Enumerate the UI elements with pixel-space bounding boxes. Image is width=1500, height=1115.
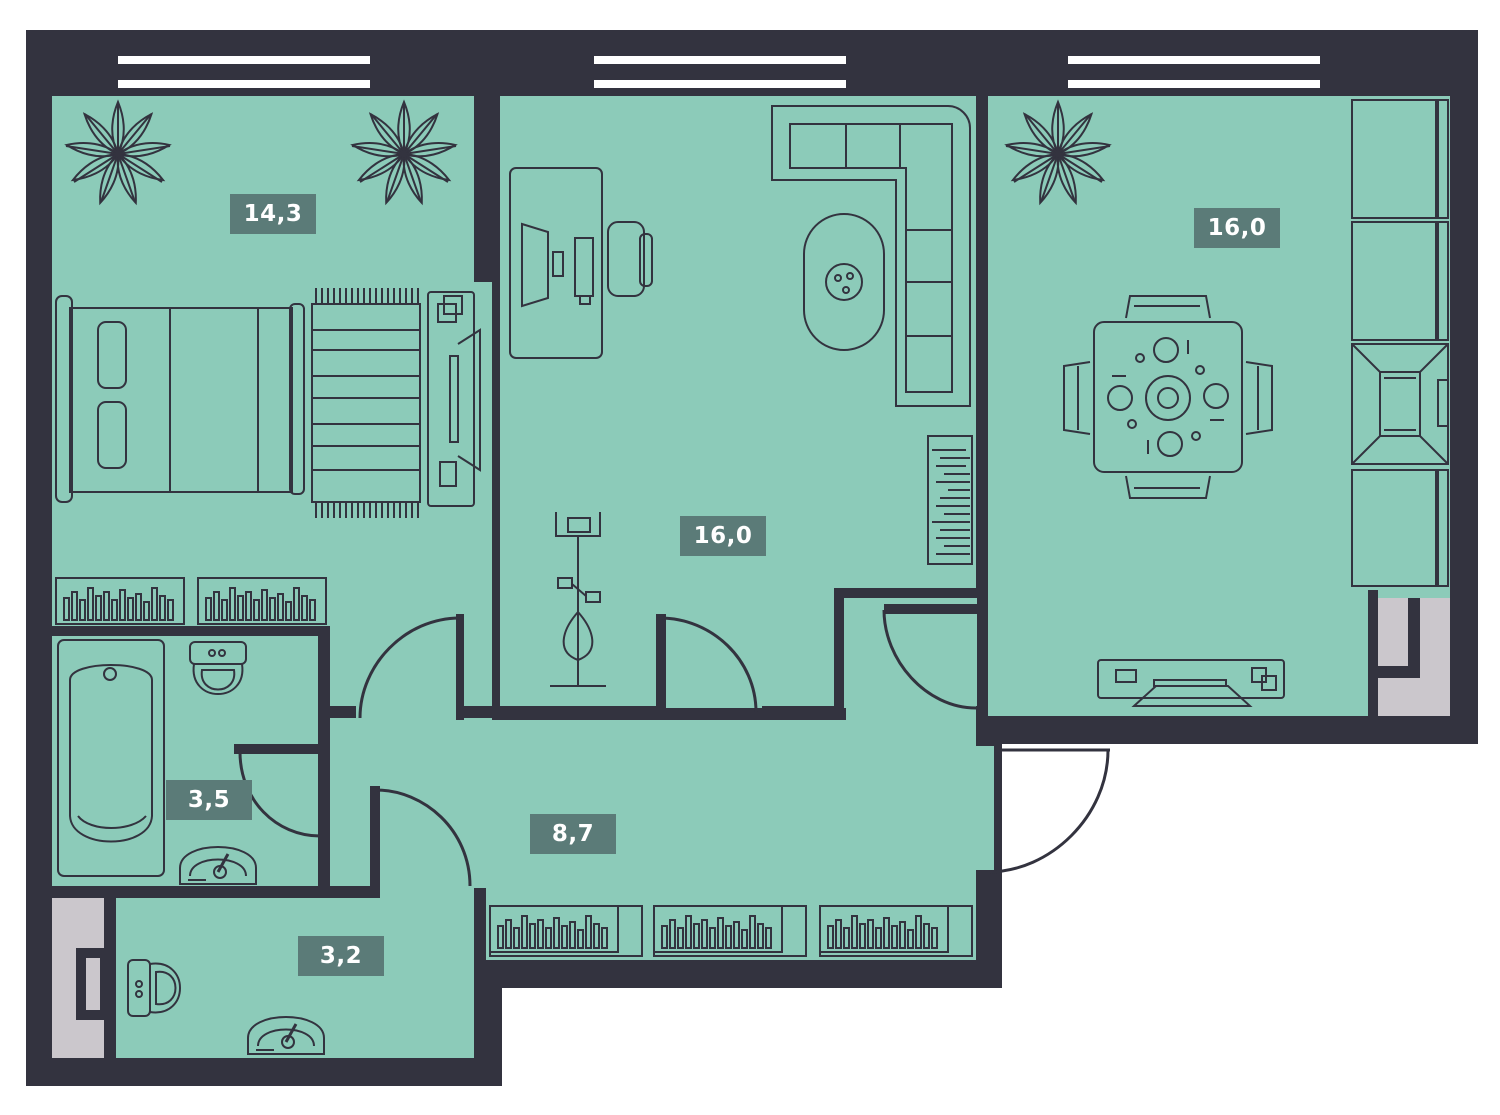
door-icon (238, 609, 1110, 887)
sofa-icon (771, 105, 971, 407)
area-label-living: 16,0 (680, 516, 766, 556)
exercise-bike-icon (550, 512, 606, 687)
interior-walls (52, 96, 1002, 988)
bathtub-icon (57, 639, 165, 877)
area-label-kitchen: 16,0 (1194, 208, 1280, 248)
area-label-bedroom: 14,3 (230, 194, 316, 234)
tv-stand-icon (427, 291, 481, 507)
radiator-icon (927, 435, 973, 565)
coffee-table-icon (803, 213, 885, 351)
toilet-floor (116, 898, 474, 1058)
area-label-hall: 8,7 (530, 814, 616, 854)
window-icon (118, 56, 1320, 88)
rug-icon (311, 288, 421, 518)
area-label-toilet: 3,2 (298, 936, 384, 976)
area-label-bathroom: 3,5 (166, 780, 252, 820)
tv-stand-icon (1097, 659, 1285, 707)
kitchen-unit-icon (1351, 99, 1449, 587)
hall-floor (330, 626, 492, 720)
desk-icon (509, 167, 653, 359)
bed-icon (55, 295, 305, 503)
bathroom-floor (52, 636, 318, 888)
dining-table-icon (1063, 295, 1273, 499)
